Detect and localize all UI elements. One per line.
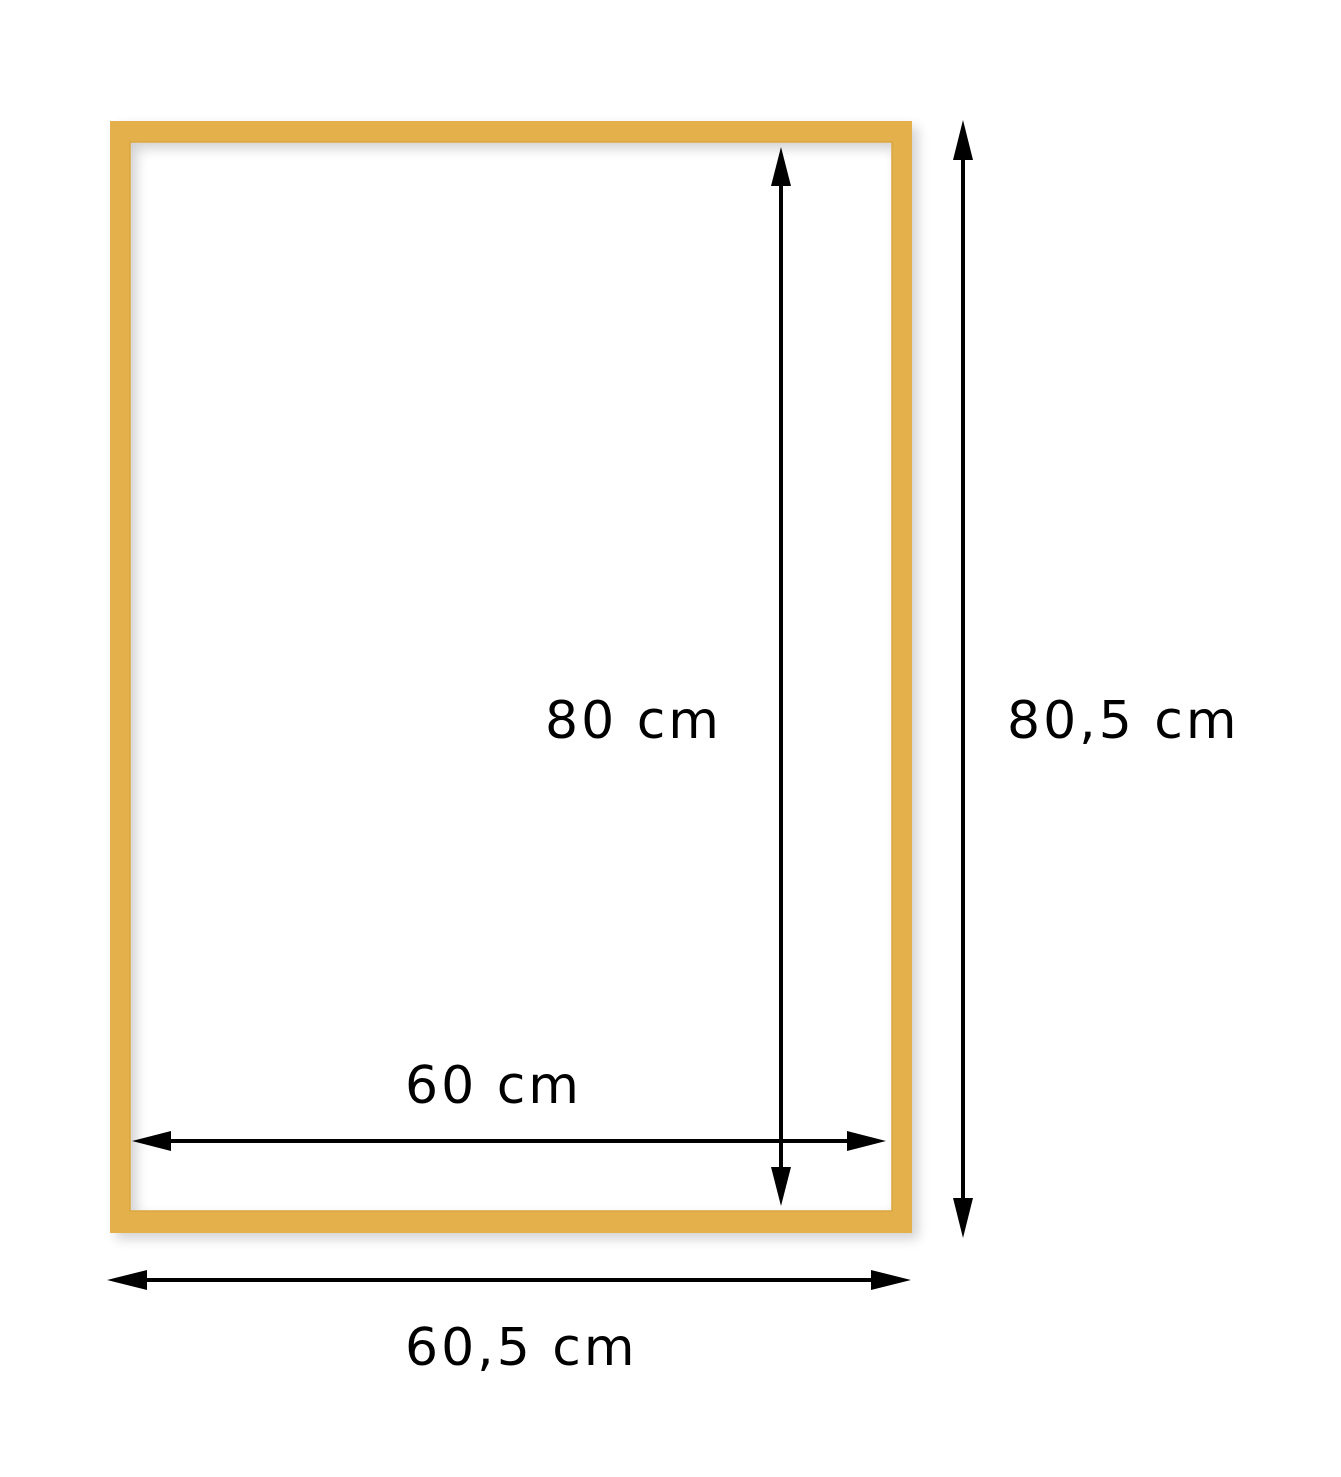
inner-width-label: 60 cm (405, 1056, 582, 1116)
picture-frame (110, 121, 912, 1233)
outer-width-label: 60,5 cm (405, 1318, 638, 1378)
outer-height-arrow (953, 120, 973, 1238)
outer-width-arrow (107, 1270, 911, 1290)
frame-inner-edge (129, 141, 893, 1212)
inner-height-arrow (771, 147, 791, 1206)
outer-height-label: 80,5 cm (1007, 691, 1240, 751)
inner-height-label: 80 cm (545, 691, 722, 751)
inner-width-arrow (132, 1131, 886, 1151)
